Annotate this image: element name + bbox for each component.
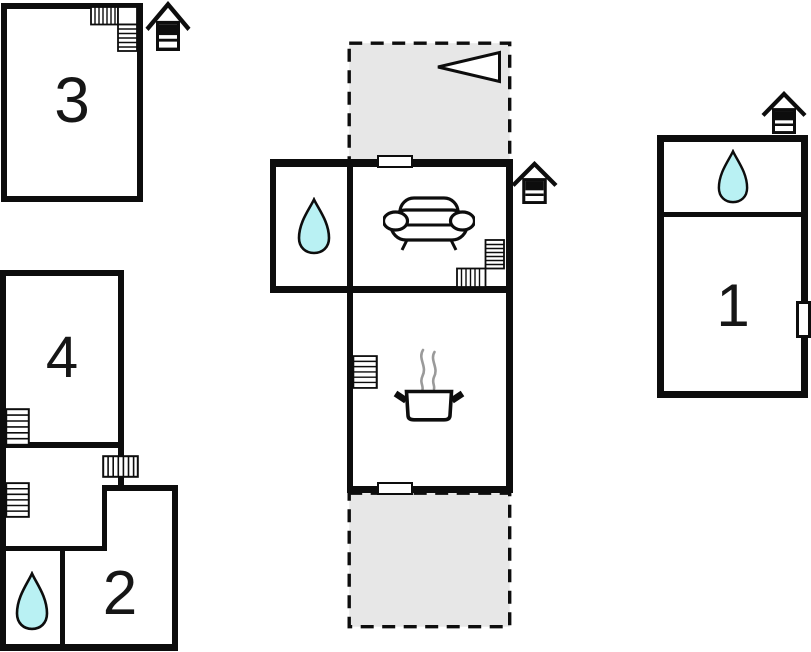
wall	[270, 159, 276, 291]
radiator-icon	[5, 408, 30, 446]
wall	[102, 485, 107, 551]
room-3-label: 3	[54, 64, 90, 136]
wall	[506, 159, 513, 493]
terrace-south	[347, 491, 512, 629]
water-drop-icon	[15, 572, 49, 631]
stairs-icon	[90, 6, 138, 52]
wall	[0, 442, 124, 448]
wall	[60, 546, 65, 651]
wall	[172, 485, 178, 651]
house-icon	[761, 91, 807, 134]
stairs-icon	[456, 239, 505, 288]
wall	[0, 546, 105, 551]
north-arrow-icon	[437, 50, 501, 84]
door-opening	[377, 155, 413, 168]
wall	[664, 212, 801, 217]
radiator-icon	[5, 482, 30, 518]
cooking-pot-icon	[393, 348, 465, 422]
door-opening	[796, 301, 811, 338]
water-drop-icon	[297, 198, 331, 255]
house-icon	[511, 161, 558, 204]
room-4-label: 4	[45, 325, 79, 390]
wall	[270, 286, 513, 293]
door-opening	[377, 482, 413, 495]
room-2-label: 2	[102, 559, 138, 628]
wall	[347, 159, 353, 493]
water-drop-icon	[717, 150, 749, 204]
wall	[102, 485, 178, 491]
wall	[0, 270, 124, 276]
radiator-icon	[102, 455, 139, 478]
wall	[0, 270, 6, 651]
house-icon	[145, 1, 191, 51]
room-1-label: 1	[716, 272, 750, 339]
wall	[347, 486, 513, 493]
wall	[118, 270, 124, 448]
sofa-icon	[383, 196, 475, 251]
radiator-icon	[352, 355, 378, 389]
wall	[0, 644, 178, 651]
